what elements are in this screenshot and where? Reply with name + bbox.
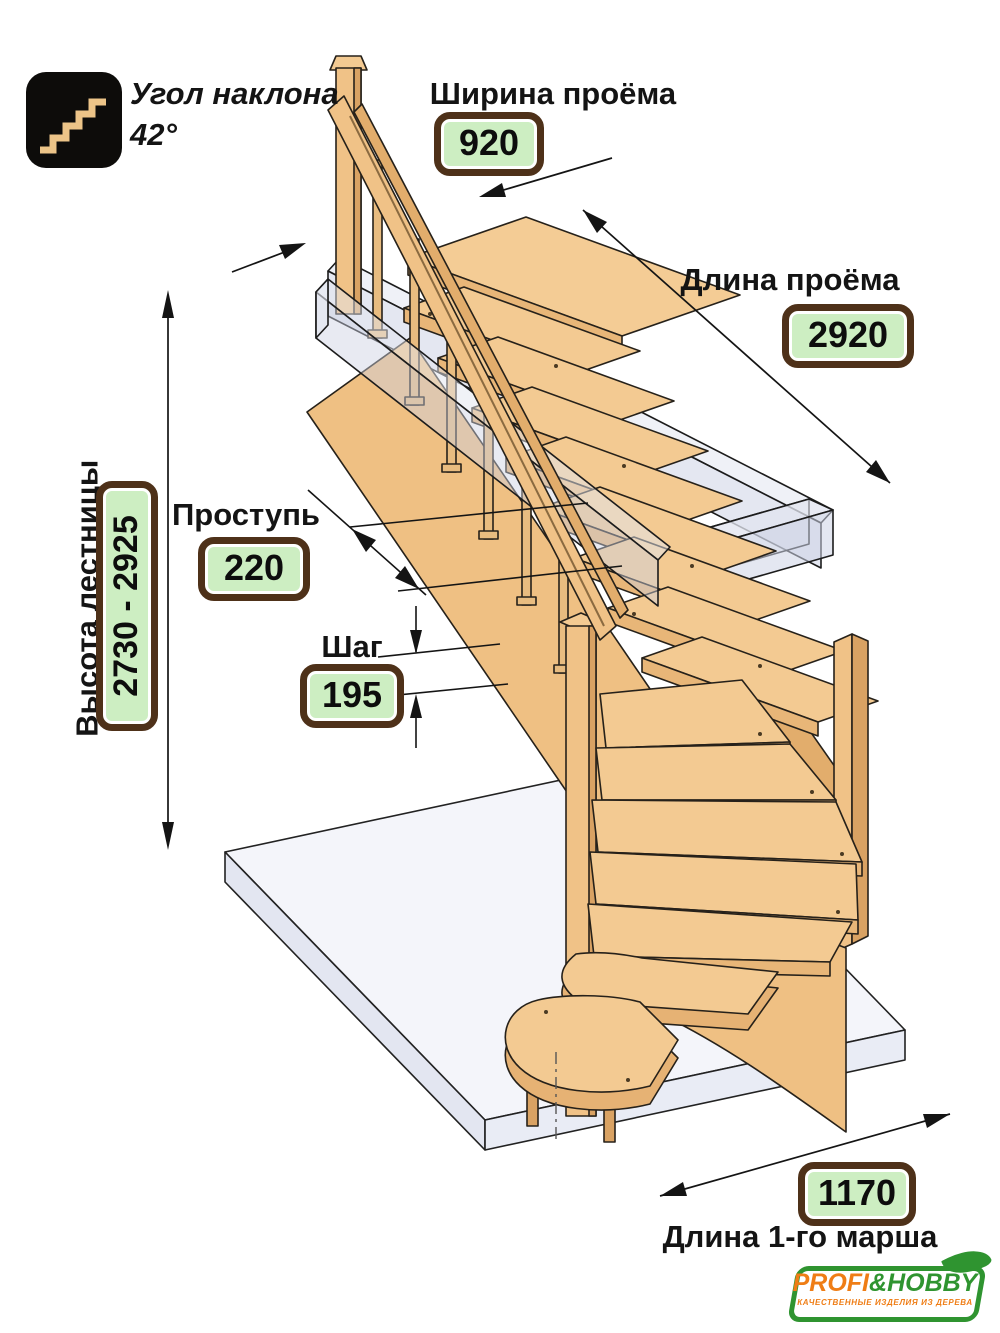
tread-depth-dimension <box>307 489 623 596</box>
tread-depth-badge: 220 <box>198 537 310 601</box>
step-rise-badge: 195 <box>300 664 404 728</box>
logo-text: PROFI&HOBBY КАЧЕСТВЕННЫЕ ИЗДЕЛИЯ ИЗ ДЕРЕ… <box>786 1271 984 1307</box>
handrail <box>327 95 617 641</box>
opening-length-dimension <box>582 209 891 484</box>
opening-length-badge: 2920 <box>782 304 914 368</box>
step-rise-label: Шаг <box>321 629 383 664</box>
profi-hobby-logo: PROFI&HOBBY КАЧЕСТВЕННЫЕ ИЗДЕЛИЯ ИЗ ДЕРЕ… <box>786 1241 993 1324</box>
angle-value: 42° <box>130 117 177 152</box>
first-flight-badge: 1170 <box>798 1162 916 1226</box>
bottom-step-1-curved <box>504 994 679 1111</box>
opening-width-badge: 920 <box>434 112 544 176</box>
logo-tagline: КАЧЕСТВЕННЫЕ ИЗДЕЛИЯ ИЗ ДЕРЕВА <box>797 1298 973 1307</box>
opening-length-label: Длина проёма <box>680 262 900 297</box>
tread-depth-label: Проступь <box>172 497 320 532</box>
height-dimension-line <box>162 290 174 850</box>
logo-brand-left: PROFI <box>792 1269 870 1297</box>
handrail-inner <box>353 103 629 619</box>
first-flight-label: Длина 1-го марша <box>662 1219 938 1254</box>
logo-brand-right: HOBBY <box>887 1269 978 1297</box>
opening-width-label: Ширина проёма <box>429 76 677 111</box>
logo-ampersand: & <box>869 1269 888 1297</box>
first-flight-dimension <box>659 1113 951 1197</box>
opening-width-pointers <box>231 157 613 273</box>
stairs-icon <box>26 72 122 168</box>
winder-treads <box>587 679 863 977</box>
angle-label: Угол наклона <box>130 76 339 111</box>
